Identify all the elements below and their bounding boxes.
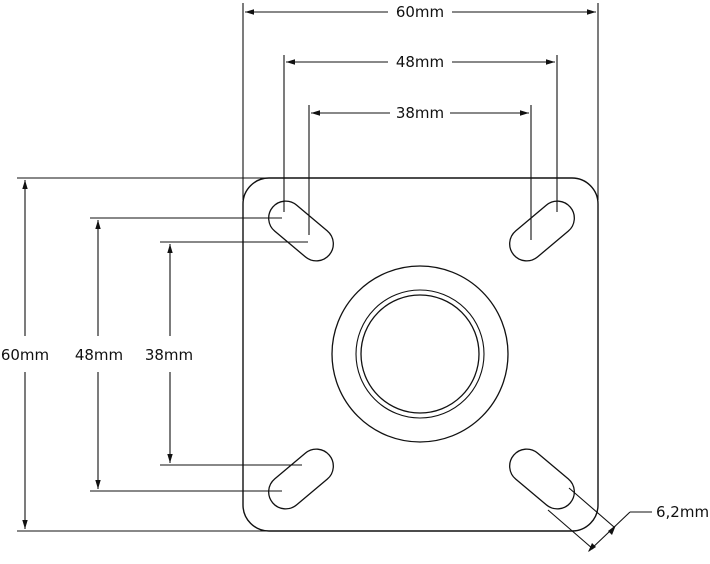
slot-bottom-left [268, 448, 334, 510]
middle-bearing-ring [355, 289, 485, 419]
inner-bearing-ring [360, 294, 480, 414]
mounting-plate [242, 177, 599, 532]
slot-bottom-right [509, 448, 575, 510]
dim-label-left-48: 48mm [75, 346, 123, 364]
outer-bearing-ring [331, 265, 509, 443]
slot-top-left [268, 200, 334, 262]
ext-line-slot-lower [547, 509, 594, 550]
dim-label-slot-width: 6,2mm [656, 503, 709, 521]
arrow-slot-width-high [608, 525, 616, 535]
arrow-slot-width-low [588, 543, 596, 552]
dim-label-top-38: 38mm [396, 104, 444, 122]
dim-label-left-60: 60mm [1, 346, 49, 364]
dim-label-top-60: 60mm [396, 3, 444, 21]
dim-label-top-48: 48mm [396, 53, 444, 71]
dim-label-left-38: 38mm [145, 346, 193, 364]
ext-line-slot-upper [568, 487, 615, 528]
